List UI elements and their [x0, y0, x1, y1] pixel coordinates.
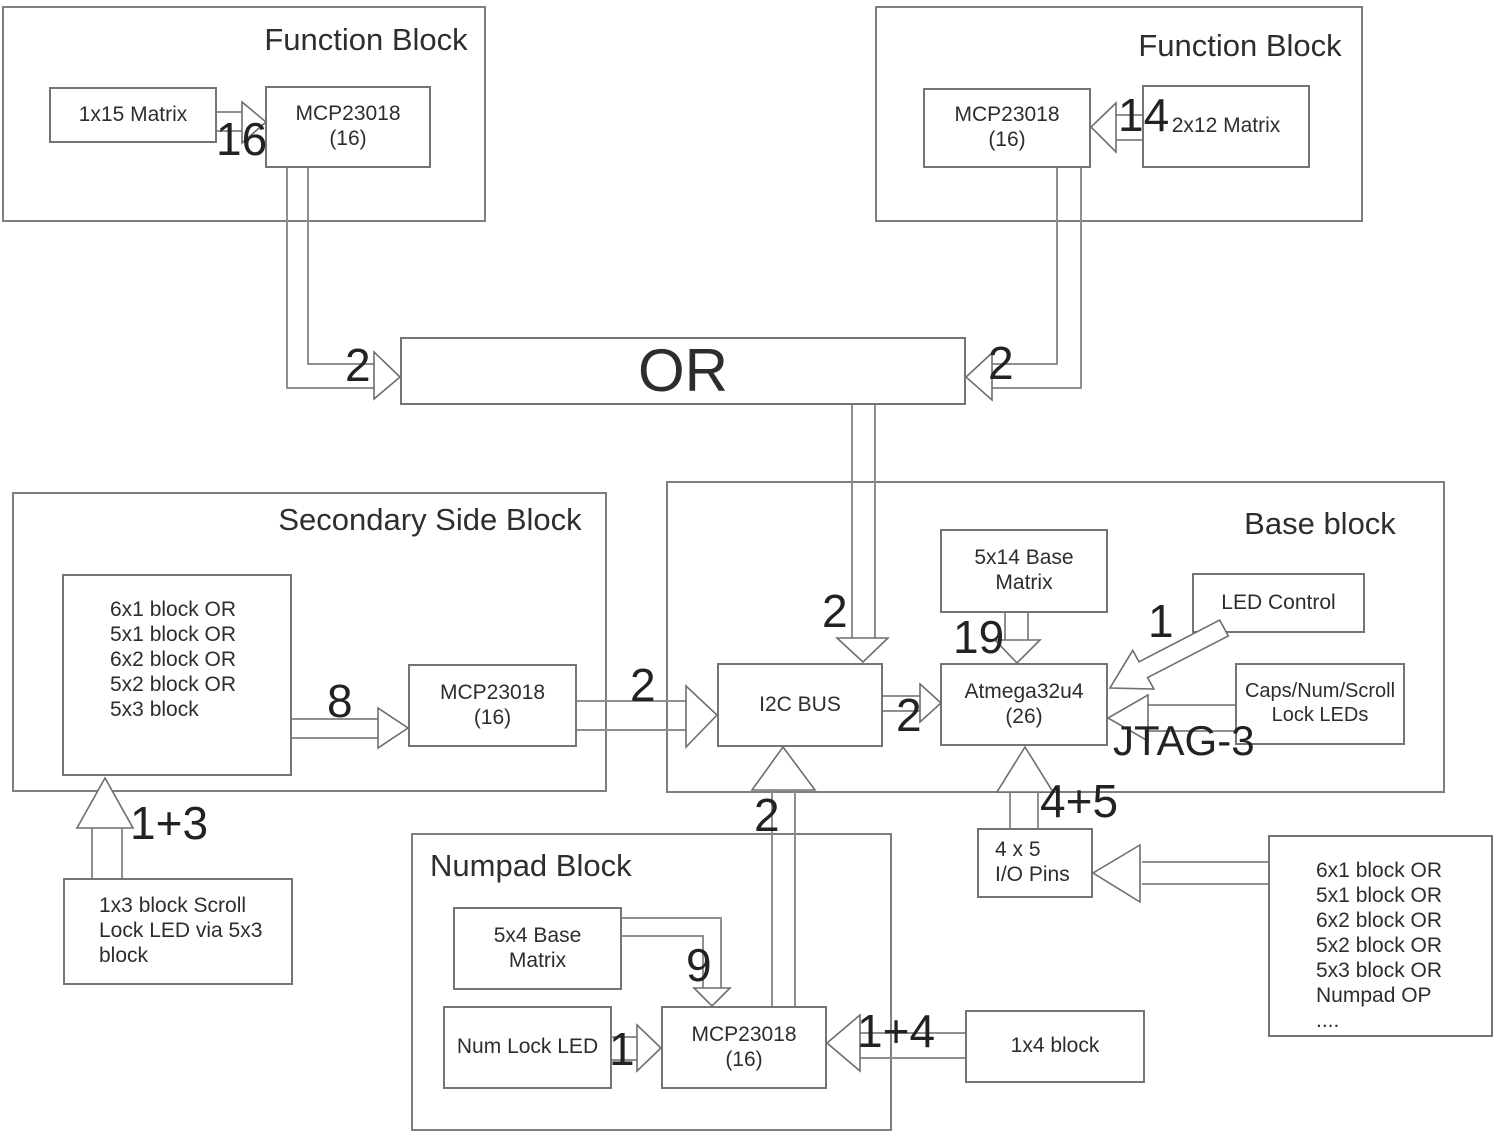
atmega32u4-box: Atmega32u4 (26) [940, 663, 1108, 746]
count-1plus4-label: 1+4 [857, 1005, 936, 1057]
mcp23018-left-box: MCP23018 (16) [265, 86, 431, 168]
block-1x4-box: 1x4 block [965, 1010, 1145, 1083]
i2c-bus-box: I2C BUS [717, 663, 883, 747]
mcp23018-secondary-box: MCP23018 (16) [408, 664, 577, 747]
num-lock-led-box: Num Lock LED [443, 1006, 612, 1089]
mcp23018-right-box: MCP23018 (16) [923, 88, 1091, 168]
jtag-3-label: JTAG-3 [1113, 717, 1255, 764]
numpad-block-title: Numpad Block [430, 848, 632, 883]
base-matrix-5x14-box: 5x14 Base Matrix [940, 529, 1108, 613]
count-9-label: 9 [686, 939, 712, 991]
count-19-label: 19 [953, 611, 1005, 663]
led-control-box: LED Control [1192, 573, 1365, 633]
count-2-left-or-label: 2 [345, 339, 371, 391]
count-2-secondary-i2c-label: 2 [630, 659, 656, 711]
matrix-1x15-box: 1x15 Matrix [49, 87, 217, 143]
count-4plus5-label: 4+5 [1040, 775, 1119, 827]
or-gate-box: OR [400, 337, 966, 405]
count-1-numlock-label: 1 [609, 1023, 635, 1075]
function-block-right-title: Function Block [1138, 28, 1342, 63]
wire-options-to-io-pins [1091, 843, 1268, 904]
options-list-box: 6x1 block OR 5x1 block OR 6x2 block OR 5… [1268, 835, 1493, 1037]
io-pins-4x5-box: 4 x 5 I/O Pins [977, 828, 1093, 898]
count-8-label: 8 [327, 675, 353, 727]
function-block-left-title: Function Block [264, 22, 468, 57]
count-1-led-label: 1 [1148, 595, 1174, 647]
scroll-lock-1x3-box: 1x3 block Scroll Lock LED via 5x3 block [63, 878, 293, 985]
count-14-label: 14 [1118, 89, 1170, 141]
lock-leds-box: Caps/Num/Scroll Lock LEDs [1235, 663, 1405, 745]
mcp23018-numpad-box: MCP23018 (16) [661, 1006, 827, 1089]
secondary-options-box: 6x1 block OR 5x1 block OR 6x2 block OR 5… [62, 574, 292, 776]
secondary-side-block-title: Secondary Side Block [278, 502, 582, 537]
count-16-label: 16 [216, 113, 268, 165]
count-2-right-or-label: 2 [988, 337, 1014, 389]
count-1plus3-label: 1+3 [130, 797, 209, 849]
base-block-title: Base block [1244, 506, 1396, 541]
base-matrix-5x4-box: 5x4 Base Matrix [453, 907, 622, 990]
wire-scroll-lock-to-options [75, 776, 135, 878]
count-2-i2c-mcu-label: 2 [896, 689, 922, 741]
count-2-numpad-i2c-label: 2 [754, 789, 780, 841]
matrix-2x12-box: 2x12 Matrix [1142, 85, 1310, 168]
count-2-or-i2c-label: 2 [822, 585, 848, 637]
